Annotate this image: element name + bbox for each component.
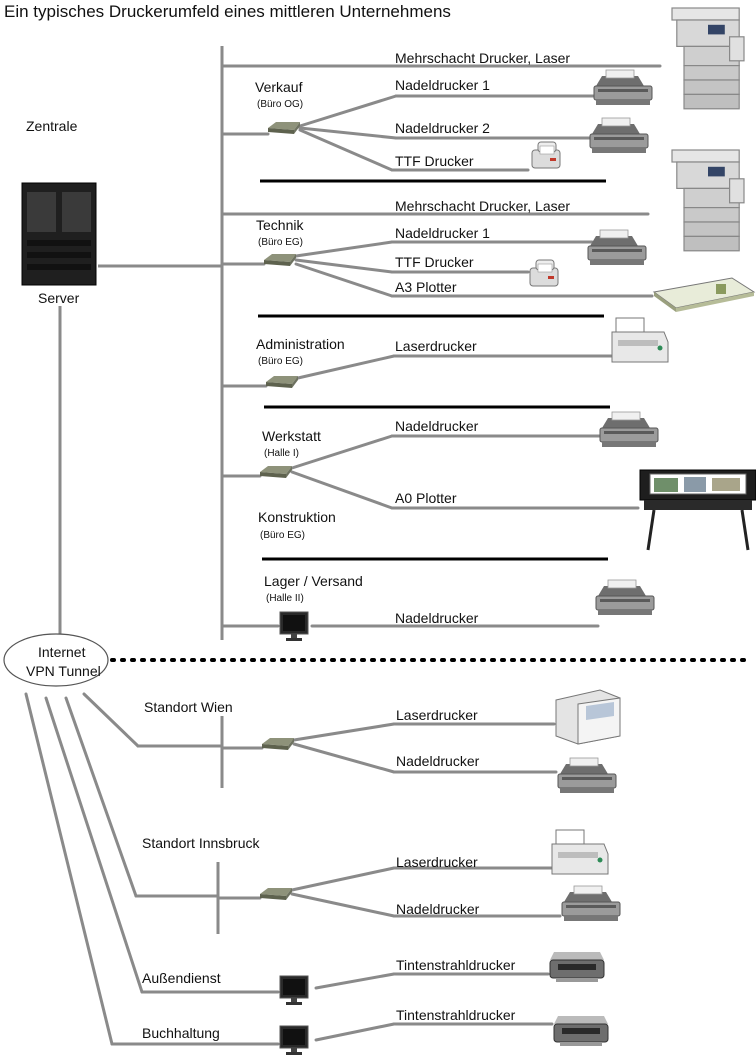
buchhaltung-tinte-label: Tintenstrahldrucker	[396, 1007, 516, 1023]
inkjet-printer-icon	[553, 1015, 609, 1047]
multifunction-printer-icon	[671, 7, 745, 110]
server-label: Server	[38, 290, 80, 306]
dot-matrix-printer-icon	[599, 411, 659, 448]
label-printer-icon	[531, 141, 561, 169]
standort-wien-label: Standort Wien	[144, 699, 233, 715]
lager-label: Lager / Versand	[264, 573, 363, 589]
switch-icon	[262, 738, 294, 750]
innsbruck-nadel-label: Nadeldrucker	[396, 901, 480, 917]
verkauf-ttf-label: TTF Drucker	[395, 153, 474, 169]
technik-a3-label: A3 Plotter	[395, 279, 457, 295]
label-printer-icon	[529, 259, 559, 287]
aussendienst-label: Außendienst	[142, 970, 221, 986]
konstruktion-label: Konstruktion	[258, 509, 336, 525]
server-icon	[21, 182, 97, 286]
a3-plotter-icon	[653, 277, 755, 313]
internet-vpn-cloud	[3, 633, 109, 687]
monitor-icon	[279, 1025, 309, 1056]
inkjet-printer-icon	[549, 951, 605, 983]
switch-icon	[268, 122, 300, 134]
technik-sub-label: (Büro EG)	[258, 237, 303, 248]
verkauf-sub-label: (Büro OG)	[257, 99, 303, 110]
lager-sub-label: (Halle II)	[266, 593, 304, 604]
technik-ttf-label: TTF Drucker	[395, 254, 474, 270]
werkstatt-label: Werkstatt	[262, 428, 321, 444]
laser-printer-icon	[551, 829, 609, 875]
dot-matrix-printer-icon	[589, 117, 649, 154]
multifunction-printer-icon	[671, 149, 745, 252]
dot-matrix-printer-icon	[595, 579, 655, 616]
a0-plotter-label: A0 Plotter	[395, 490, 457, 506]
switch-icon	[260, 888, 292, 900]
monitor-icon	[279, 611, 309, 642]
werkstatt-sub-label: (Halle I)	[264, 448, 299, 459]
a0-plotter-icon	[638, 468, 756, 552]
verkauf-nadel2-label: Nadeldrucker 2	[395, 120, 490, 136]
laser-printer-icon	[555, 689, 621, 745]
dot-matrix-printer-icon	[557, 757, 617, 794]
technik-label: Technik	[256, 217, 304, 233]
technik-nadel1-label: Nadeldrucker 1	[395, 225, 490, 241]
page-title: Ein typisches Druckerumfeld eines mittle…	[4, 2, 451, 21]
dot-matrix-printer-icon	[561, 885, 621, 922]
laser-printer-icon	[611, 317, 669, 363]
monitor-icon	[279, 975, 309, 1006]
administration-sub-label: (Büro EG)	[258, 356, 303, 367]
switch-icon	[266, 376, 298, 388]
dot-matrix-printer-icon	[593, 69, 653, 106]
dot-matrix-printer-icon	[587, 229, 647, 266]
konstruktion-sub-label: (Büro EG)	[260, 530, 305, 541]
switch-icon	[264, 254, 296, 266]
innsbruck-laser-label: Laserdrucker	[396, 854, 478, 870]
lager-nadel-label: Nadeldrucker	[395, 610, 479, 626]
standort-innsbruck-label: Standort Innsbruck	[142, 835, 261, 851]
switch-icon	[260, 466, 292, 478]
aussendienst-tinte-label: Tintenstrahldrucker	[396, 957, 516, 973]
internet-label: Internet	[38, 644, 86, 660]
mehrschacht-label-1: Mehrschacht Drucker, Laser	[395, 50, 570, 66]
verkauf-nadel1-label: Nadeldrucker 1	[395, 77, 490, 93]
werkstatt-nadel-label: Nadeldrucker	[395, 418, 479, 434]
zentrale-label: Zentrale	[26, 118, 78, 134]
wien-nadel-label: Nadeldrucker	[396, 753, 480, 769]
administration-laser-label: Laserdrucker	[395, 338, 477, 354]
verkauf-label: Verkauf	[255, 79, 303, 95]
wien-laser-label: Laserdrucker	[396, 707, 478, 723]
mehrschacht-label-2: Mehrschacht Drucker, Laser	[395, 198, 570, 214]
buchhaltung-label: Buchhaltung	[142, 1025, 220, 1041]
administration-label: Administration	[256, 336, 345, 352]
vpn-tunnel-label: VPN Tunnel	[26, 663, 101, 679]
